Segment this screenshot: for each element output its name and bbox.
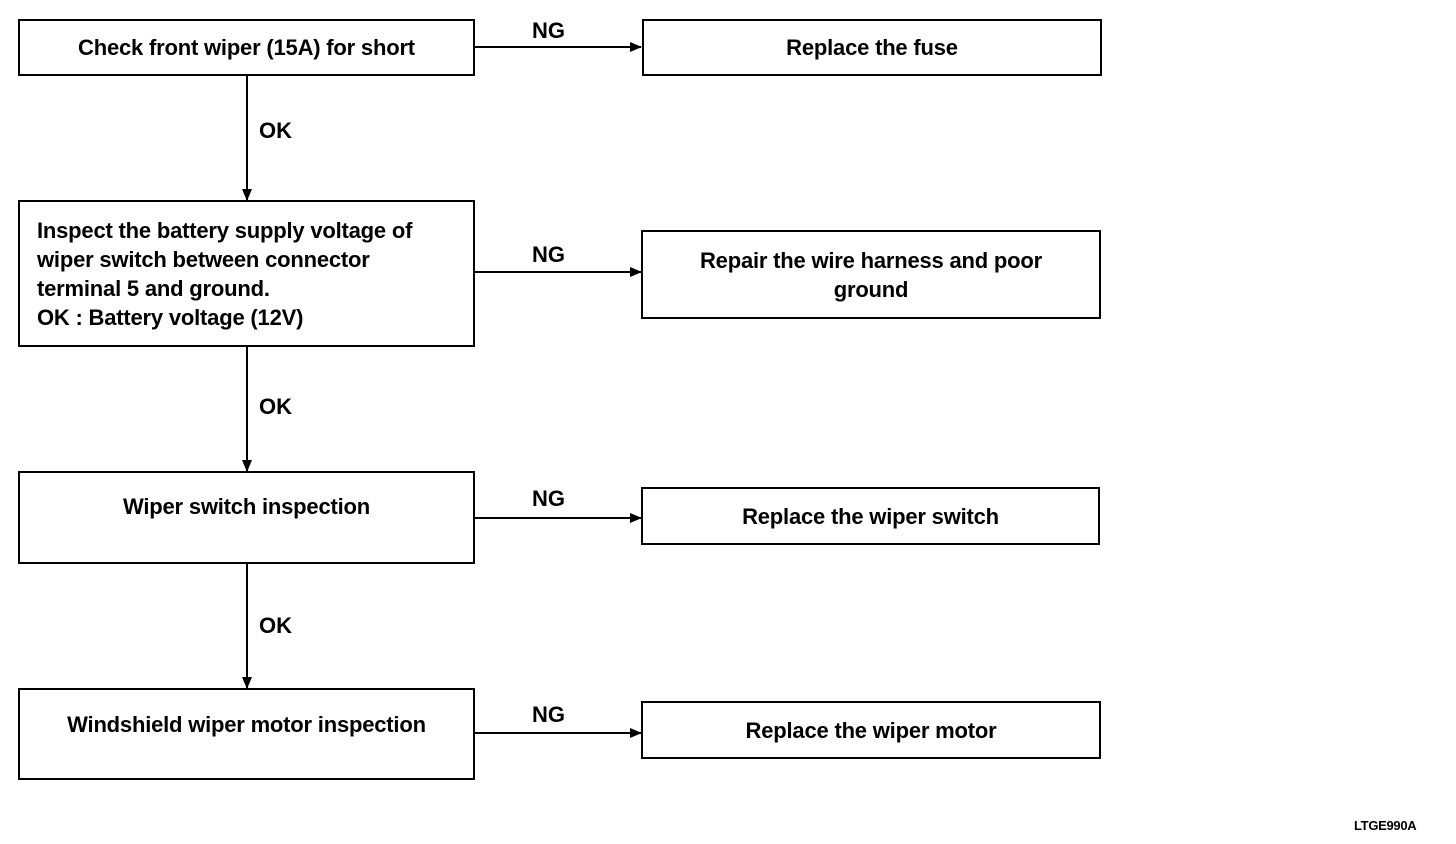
action-box-3: Replace the wiper switch [641, 487, 1100, 545]
check-box-2-line-4: OK : Battery voltage (12V) [37, 304, 304, 330]
action-box-1-line-1: Replace the fuse [786, 35, 958, 60]
ng-label-4: NG [532, 702, 565, 727]
check-box-2-line-3: terminal 5 and ground. [37, 275, 270, 301]
action-box-3-line-1: Replace the wiper switch [742, 503, 999, 529]
figure-id: LTGE990A [1354, 818, 1417, 833]
check-box-1-line-1: Check front wiper (15A) for short [78, 35, 415, 60]
check-box-3-line-1: Wiper switch inspection [122, 494, 370, 519]
check-box-4-line-1: Windshield wiper motor inspection [67, 712, 426, 737]
action-box-2: Repair the wire harness and poor ground [641, 230, 1101, 319]
ng-label-1: NG [532, 18, 565, 43]
action-box-2-line-1: Repair the wire harness and poor [699, 247, 1043, 273]
action-box-4: Replace the wiper motor [641, 701, 1101, 759]
check-box-2-line-2: wiper switch between connector [37, 246, 370, 272]
ng-label-2: NG [532, 242, 565, 267]
check-box-2-line-1: Inspect the battery supply voltage of [37, 217, 413, 243]
check-box-4: Windshield wiper motor inspection [18, 688, 475, 780]
ok-label-1: OK [259, 118, 292, 143]
check-box-1: Check front wiper (15A) for short [18, 19, 475, 76]
ng-label-3: NG [532, 486, 565, 511]
action-box-2-line-2: ground [833, 276, 909, 302]
action-box-4-line-1: Replace the wiper motor [745, 717, 997, 743]
ok-label-3: OK [259, 613, 292, 638]
check-box-3: Wiper switch inspection [18, 471, 475, 564]
check-box-2: Inspect the battery supply voltage of wi… [18, 200, 475, 347]
action-box-1: Replace the fuse [642, 19, 1102, 76]
ok-label-2: OK [259, 394, 292, 419]
